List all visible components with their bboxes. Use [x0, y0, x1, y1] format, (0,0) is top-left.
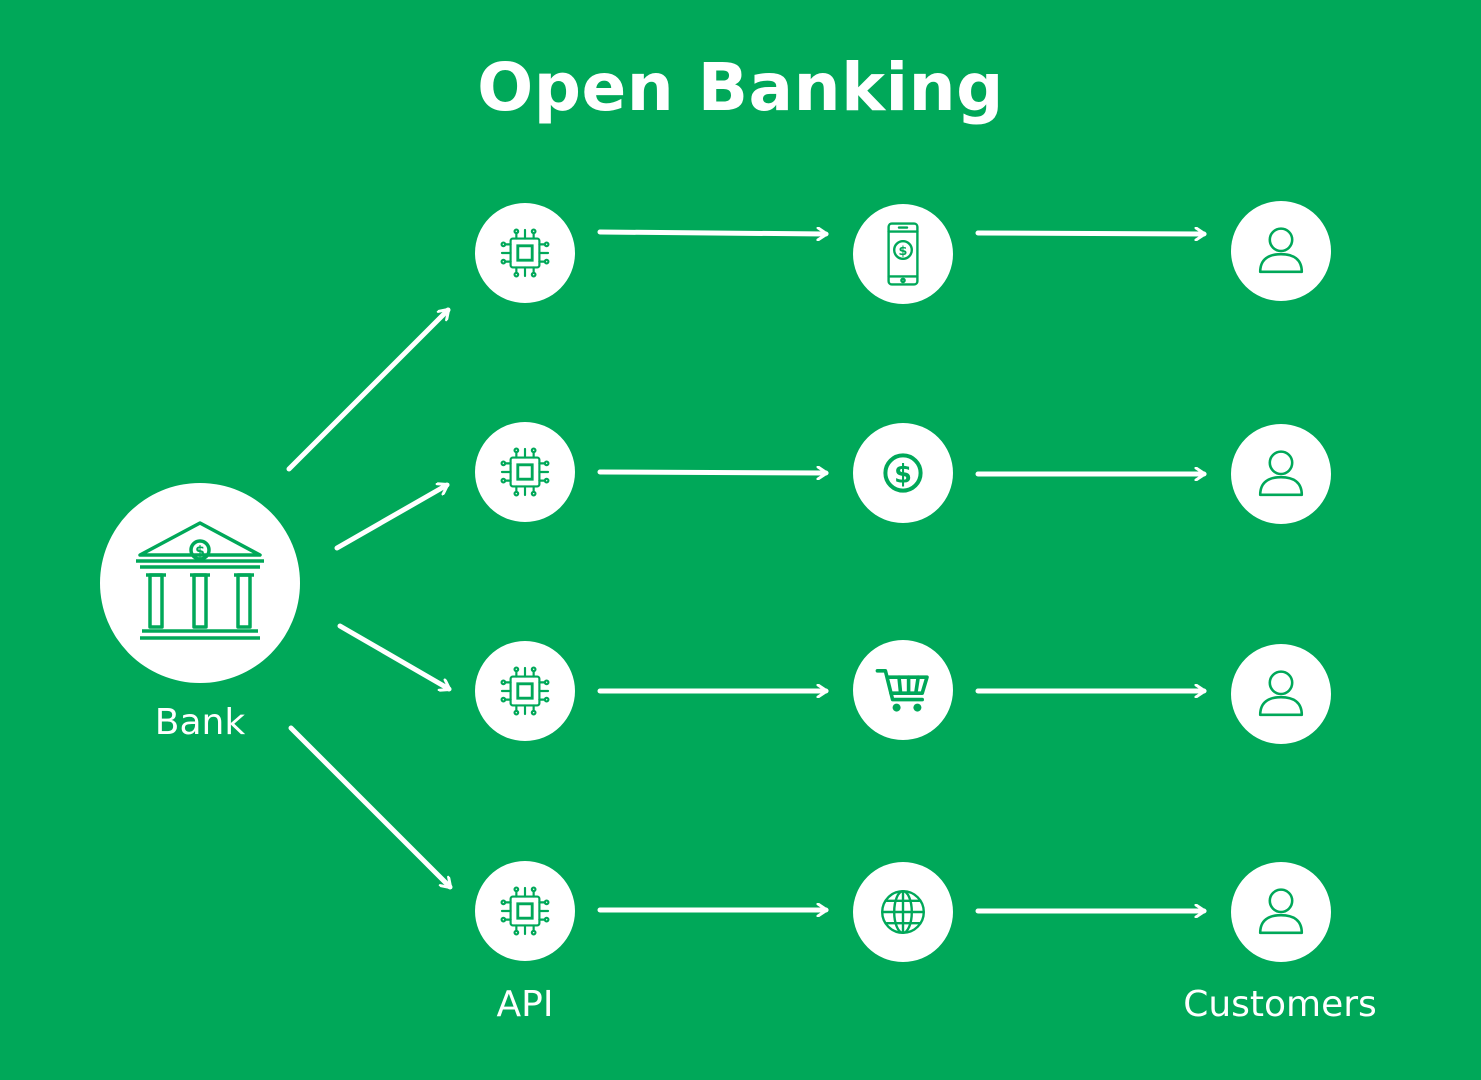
- customer-node-3: [1231, 644, 1331, 744]
- api-node-4: [475, 861, 575, 961]
- arrow-bank-api-2: [334, 485, 450, 551]
- api-nodes: [475, 203, 575, 961]
- diagram-title: Open Banking: [477, 49, 1004, 126]
- arrow-bank-api-4: [288, 725, 453, 890]
- arrow-api-service-2: [597, 472, 829, 473]
- customers-label: Customers: [1183, 984, 1377, 1025]
- service-node-2: [853, 423, 953, 523]
- service-node-1: [853, 204, 953, 304]
- arrow-api-service-1: [597, 232, 829, 234]
- customer-nodes: [1231, 201, 1331, 962]
- bank-node: [100, 483, 300, 683]
- arrow-service-customer-1: [975, 233, 1207, 234]
- service-node-3: [853, 640, 953, 740]
- api-label: API: [496, 984, 554, 1025]
- customer-node-1: [1231, 201, 1331, 301]
- service-nodes: [853, 204, 953, 962]
- arrow-bank-api-3: [337, 623, 452, 689]
- api-node-2: [475, 422, 575, 522]
- api-node-1: [475, 203, 575, 303]
- globe-icon: [881, 890, 925, 934]
- api-node-3: [475, 641, 575, 741]
- service-node-4: [853, 862, 953, 962]
- row-arrows: [597, 232, 1207, 911]
- bank-arrows: [286, 307, 453, 890]
- customer-node-2: [1231, 424, 1331, 524]
- arrow-bank-api-1: [286, 307, 451, 472]
- customer-node-4: [1231, 862, 1331, 962]
- bank-label: Bank: [154, 702, 246, 743]
